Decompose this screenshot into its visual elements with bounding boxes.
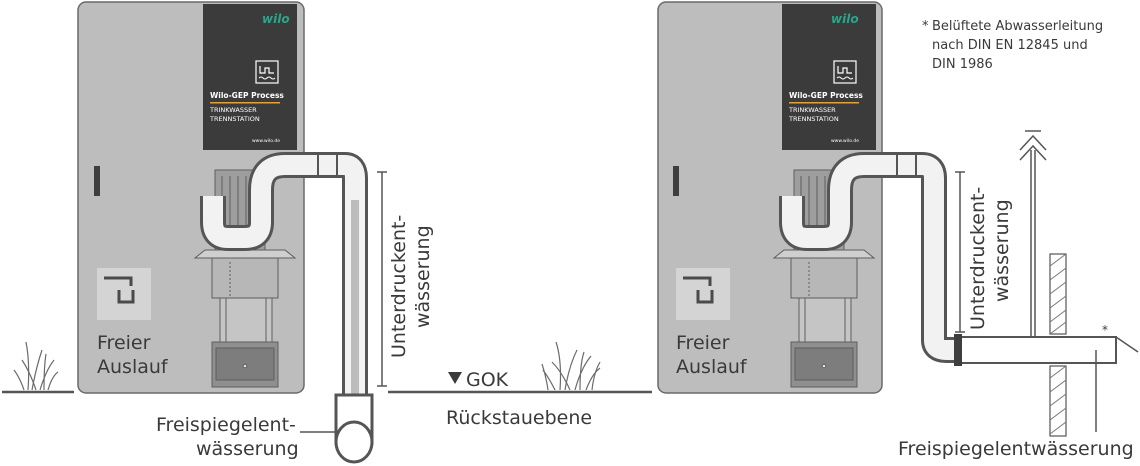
- right-brand: wilo: [831, 12, 859, 26]
- left-brand: wilo: [262, 12, 290, 26]
- right-line1: TRINKWASSER: [788, 106, 836, 114]
- wall: [1049, 253, 1067, 437]
- svg-text:DIN 1986: DIN 1986: [932, 57, 993, 72]
- right-station-icon: [833, 60, 857, 84]
- right-cabinet-handle: [673, 166, 679, 196]
- left-panel: [203, 4, 297, 150]
- left-freispiegel-line1: Freispiegelent-: [156, 414, 296, 436]
- left-freispiegel-line2: wässerung: [196, 438, 299, 460]
- left-line1: TRINKWASSER: [209, 106, 257, 114]
- left-vacuum-pipe: [200, 152, 368, 398]
- left-grass: [13, 341, 59, 391]
- vent-stack: [1019, 130, 1047, 337]
- left-accent-line: [210, 102, 280, 104]
- svg-text:*: *: [922, 19, 929, 34]
- left-url: www.wilo.de: [252, 138, 280, 144]
- left-unterdruck-label: Unterdruckent- wässerung: [388, 215, 434, 358]
- right-drain-flange: [954, 334, 962, 366]
- left-scene: wilo Wilo-GEP Process TRINKWASSER TRENNS…: [2, 1, 652, 464]
- gok-triangle: [448, 372, 462, 384]
- right-freispiegel-label: Freispiegelentwässerung: [898, 438, 1134, 460]
- rueckstauebene-label: Rückstauebene: [446, 407, 592, 429]
- right-panel: [782, 4, 876, 150]
- left-station-icon: [255, 60, 279, 84]
- svg-text:nach DIN EN 12845 und: nach DIN EN 12845 und: [932, 38, 1088, 53]
- svg-text:Unterdruckent-: Unterdruckent-: [388, 215, 410, 358]
- svg-text:wässerung: wässerung: [412, 225, 434, 328]
- din-note: * Belüftete Abwasserleitung nach DIN EN …: [922, 19, 1103, 72]
- svg-text:wässerung: wässerung: [991, 199, 1013, 302]
- right-scene: wilo Wilo-GEP Process TRINKWASSER TRENNS…: [657, 1, 1139, 460]
- right-dimension: [955, 171, 965, 333]
- right-line2: TRENNSTATION: [788, 115, 839, 123]
- right-drain-pipe: [957, 336, 1117, 364]
- right-slope: [1115, 336, 1139, 353]
- right-accent-line: [789, 102, 859, 104]
- right-unterdruck-label: Unterdruckent- wässerung: [967, 187, 1013, 330]
- left-mode-line1: Freier: [97, 332, 151, 354]
- pipe-asterisk: *: [1102, 323, 1108, 337]
- left-product: Wilo-GEP Process: [210, 91, 284, 100]
- left-free-outlet-symbol: [97, 268, 151, 320]
- right-mode-line1: Freier: [676, 332, 730, 354]
- right-url: www.wilo.de: [831, 138, 859, 144]
- center-grass: [541, 341, 601, 391]
- left-cabinet-handle: [94, 166, 100, 196]
- right-vacuum-pipe: [779, 152, 958, 363]
- left-mode-line2: Auslauf: [97, 356, 169, 378]
- left-dimension: [377, 171, 387, 387]
- right-mode-line2: Auslauf: [676, 356, 748, 378]
- right-product: Wilo-GEP Process: [789, 91, 863, 100]
- gok-label: GOK: [466, 369, 509, 391]
- svg-text:Belüftete Abwasserleitung: Belüftete Abwasserleitung: [932, 19, 1103, 34]
- svg-text:Unterdruckent-: Unterdruckent-: [967, 187, 989, 330]
- right-free-outlet-symbol: [676, 268, 730, 320]
- left-drain: [334, 393, 374, 464]
- left-line2: TRENNSTATION: [209, 115, 260, 123]
